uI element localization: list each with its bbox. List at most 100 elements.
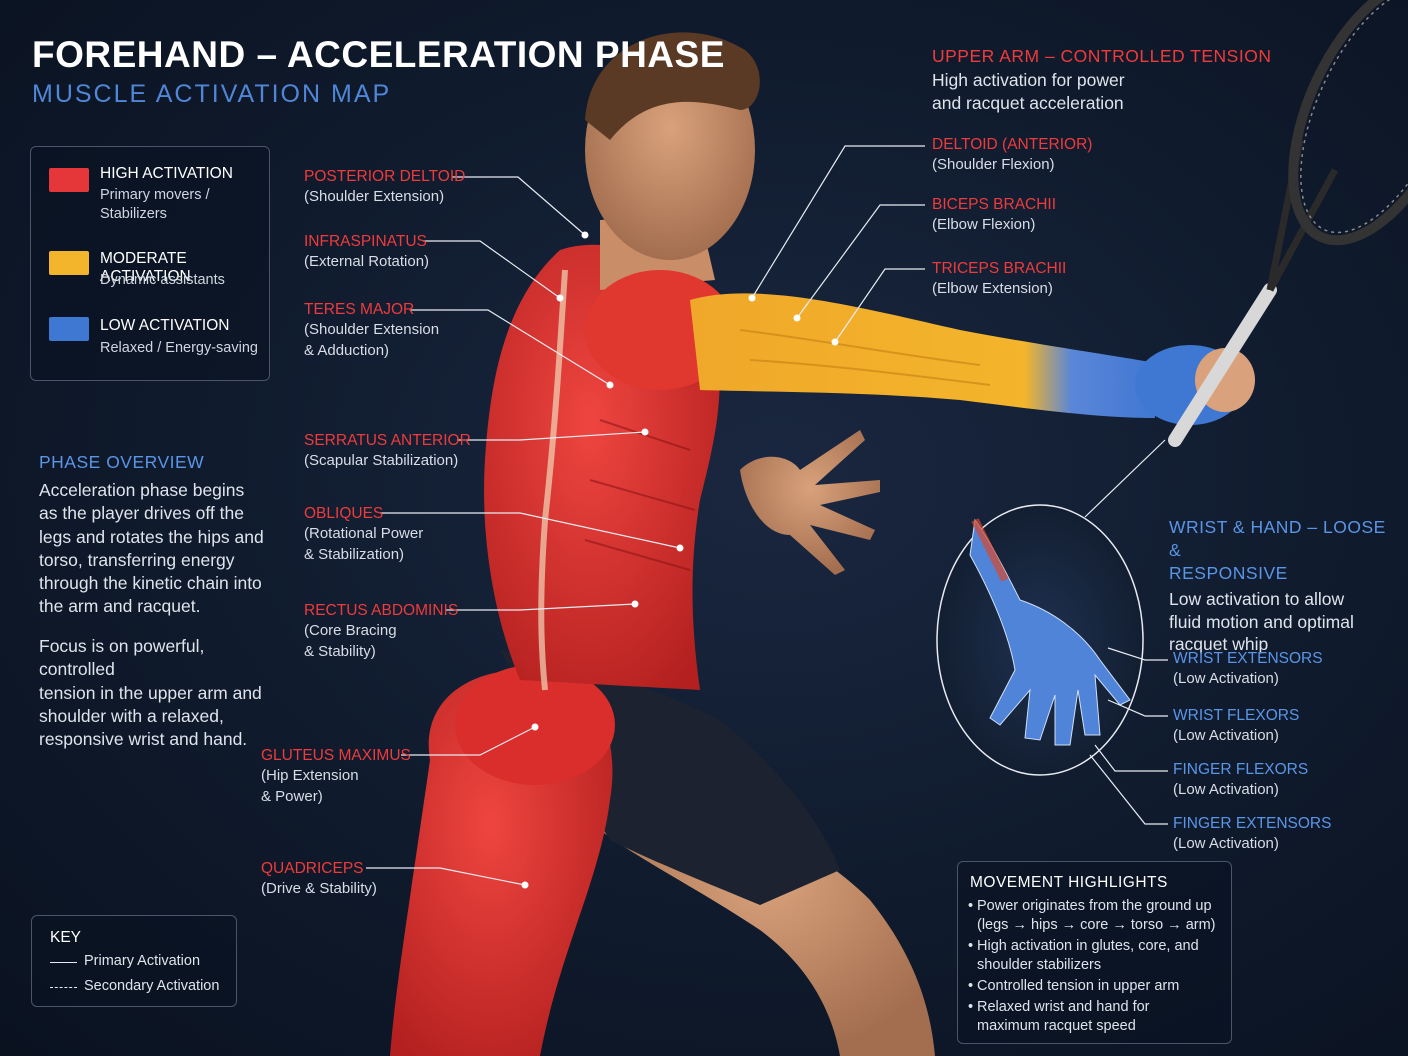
label-serratus-anterior: SERRATUS ANTERIOR (Scapular Stabilizatio…: [304, 431, 471, 472]
muscle-function: (Elbow Flexion): [932, 216, 1036, 233]
muscle-function: (Elbow Extension): [932, 280, 1053, 297]
muscle-function: (External Rotation): [304, 253, 430, 270]
wrist-desc: fluid motion and optimal: [1169, 611, 1354, 632]
muscle-name: BICEPS BRACHII: [932, 196, 1057, 213]
label-biceps-brachii: BICEPS BRACHII (Elbow Flexion): [932, 195, 1056, 236]
page-title: FOREHAND – ACCELERATION PHASE: [32, 34, 725, 75]
muscle-name: FINGER FLEXORS: [1173, 761, 1309, 778]
wrist-desc: Low activation to allow: [1169, 589, 1345, 609]
muscle-name: QUADRICEPS: [261, 860, 364, 877]
overview-line: tension in the upper arm and: [39, 682, 262, 703]
overview-line: as the player drives off the: [39, 503, 244, 524]
highlight-line: shoulder stabilizers: [977, 957, 1102, 973]
overview-line: Acceleration phase begins: [39, 480, 245, 500]
label-triceps-brachii: TRICEPS BRACHII (Elbow Extension): [932, 259, 1066, 300]
key-secondary-label: Secondary Activation: [84, 978, 220, 994]
primary-line-sample: [50, 962, 77, 963]
legend-high-title: HIGH ACTIVATION: [100, 165, 233, 182]
upper-arm-section: UPPER ARM – CONTROLLED TENSION High acti…: [932, 46, 1271, 114]
overview-line: Focus is on powerful, controlled: [39, 636, 205, 680]
label-wrist-extensors: WRIST EXTENSORS (Low Activation): [1173, 649, 1323, 690]
overview-line: torso, transferring energy: [39, 549, 235, 570]
muscle-function: (Shoulder Extension: [304, 321, 440, 338]
wrist-heading: RESPONSIVE: [1169, 563, 1288, 583]
line-key: KEY Primary Activation Secondary Activat…: [31, 915, 237, 1007]
upper-arm-desc: and racquet acceleration: [932, 92, 1124, 113]
movement-highlights: MOVEMENT HIGHLIGHTS •Power originates fr…: [957, 861, 1232, 1044]
page-subtitle: MUSCLE ACTIVATION MAP: [32, 80, 392, 108]
open-hand: [740, 430, 880, 575]
muscle-function: (Core Bracing: [304, 622, 397, 639]
overview-line: through the kinetic chain into: [39, 573, 262, 594]
label-quadriceps: QUADRICEPS (Drive & Stability): [261, 859, 377, 900]
overview-line: shoulder with a relaxed,: [39, 705, 224, 726]
wrist-heading: WRIST & HAND – LOOSE &: [1169, 517, 1386, 560]
legend-high-desc-1: Primary movers /: [100, 187, 210, 203]
highlight-line: Controlled tension in upper arm: [977, 978, 1180, 994]
muscle-function: (Scapular Stabilization): [304, 452, 459, 469]
highlight-line: maximum racquet speed: [977, 1018, 1136, 1034]
muscle-function: & Stabilization): [304, 545, 405, 563]
muscle-function: & Stability): [304, 642, 376, 660]
highlight-line: High activation in glutes, core, and: [977, 938, 1199, 954]
muscle-name: FINGER EXTENSORS: [1173, 815, 1332, 832]
high-activation-swatch: [49, 168, 89, 192]
muscle-name: GLUTEUS MAXIMUS: [261, 747, 411, 764]
phase-overview-heading: PHASE OVERVIEW: [39, 452, 205, 472]
label-deltoid-anterior: DELTOID (ANTERIOR) (Shoulder Flexion): [932, 135, 1092, 176]
moderate-activation-swatch: [49, 251, 89, 275]
muscle-function: & Power): [261, 787, 323, 805]
activation-legend: HIGH ACTIVATION Primary movers / Stabili…: [30, 146, 270, 381]
legend-moderate-desc: Dynamic assistants: [100, 272, 225, 288]
label-infraspinatus: INFRASPINATUS (External Rotation): [304, 232, 429, 273]
muscle-name: TRICEPS BRACHII: [932, 260, 1067, 277]
muscle-name: POSTERIOR DELTOID: [304, 168, 466, 185]
secondary-line-sample: [50, 987, 77, 988]
highlights-heading: MOVEMENT HIGHLIGHTS: [970, 874, 1168, 891]
muscle-function: (Shoulder Extension): [304, 188, 445, 205]
label-teres-major: TERES MAJOR (Shoulder Extension & Adduct…: [304, 300, 439, 361]
label-gluteus-maximus: GLUTEUS MAXIMUS (Hip Extension & Power): [261, 746, 411, 807]
overview-line: responsive wrist and hand.: [39, 729, 248, 750]
muscle-function: & Adduction): [304, 341, 390, 359]
muscle-function: (Rotational Power: [304, 525, 424, 542]
muscle-function: (Low Activation): [1173, 781, 1279, 798]
highlight-line: Power originates from the ground up: [977, 898, 1212, 914]
overview-line: legs and rotates the hips and: [39, 526, 264, 547]
muscle-name: DELTOID (ANTERIOR): [932, 136, 1093, 153]
inset-hand: [969, 518, 1131, 746]
label-finger-extensors: FINGER EXTENSORS (Low Activation): [1173, 814, 1331, 855]
label-posterior-deltoid: POSTERIOR DELTOID (Shoulder Extension): [304, 167, 465, 208]
wrist-hand-section: WRIST & HAND – LOOSE & RESPONSIVE Low ac…: [1169, 516, 1399, 656]
legend-high-desc-2: Stabilizers: [100, 206, 167, 222]
muscle-function: (Low Activation): [1173, 670, 1279, 687]
muscle-function: (Shoulder Flexion): [932, 156, 1055, 173]
low-activation-swatch: [49, 317, 89, 341]
label-rectus-abdominis: RECTUS ABDOMINIS (Core Bracing & Stabili…: [304, 601, 458, 662]
highlight-item: •Power originates from the ground up(leg…: [968, 898, 1216, 933]
key-heading: KEY: [50, 929, 82, 946]
label-wrist-flexors: WRIST FLEXORS (Low Activation): [1173, 706, 1299, 747]
racquet-handle: [1168, 283, 1277, 447]
racquet-head: [1288, 0, 1408, 246]
muscle-name: SERRATUS ANTERIOR: [304, 432, 471, 449]
muscle-function: (Hip Extension: [261, 767, 359, 784]
extended-arm: [690, 293, 1155, 418]
muscle-function: (Drive & Stability): [261, 880, 377, 897]
legend-low-desc: Relaxed / Energy-saving: [100, 340, 258, 356]
muscle-name: WRIST FLEXORS: [1173, 707, 1300, 724]
phase-overview-para-2: Focus is on powerful, controlled tension…: [39, 635, 279, 751]
highlight-item: •Controlled tension in upper arm: [968, 978, 1180, 994]
upper-arm-heading: UPPER ARM – CONTROLLED TENSION: [932, 46, 1272, 66]
upper-arm-desc: High activation for power: [932, 70, 1125, 90]
legend-moderate-title: MODERATE ACTIVATION: [100, 250, 191, 285]
muscle-name: TERES MAJOR: [304, 301, 415, 318]
key-primary-label: Primary Activation: [84, 953, 201, 969]
muscle-function: (Low Activation): [1173, 835, 1279, 852]
muscle-name: OBLIQUES: [304, 505, 384, 522]
muscle-name: WRIST EXTENSORS: [1173, 650, 1323, 667]
highlight-line: (legs → hips → core → torso → arm): [977, 917, 1216, 933]
